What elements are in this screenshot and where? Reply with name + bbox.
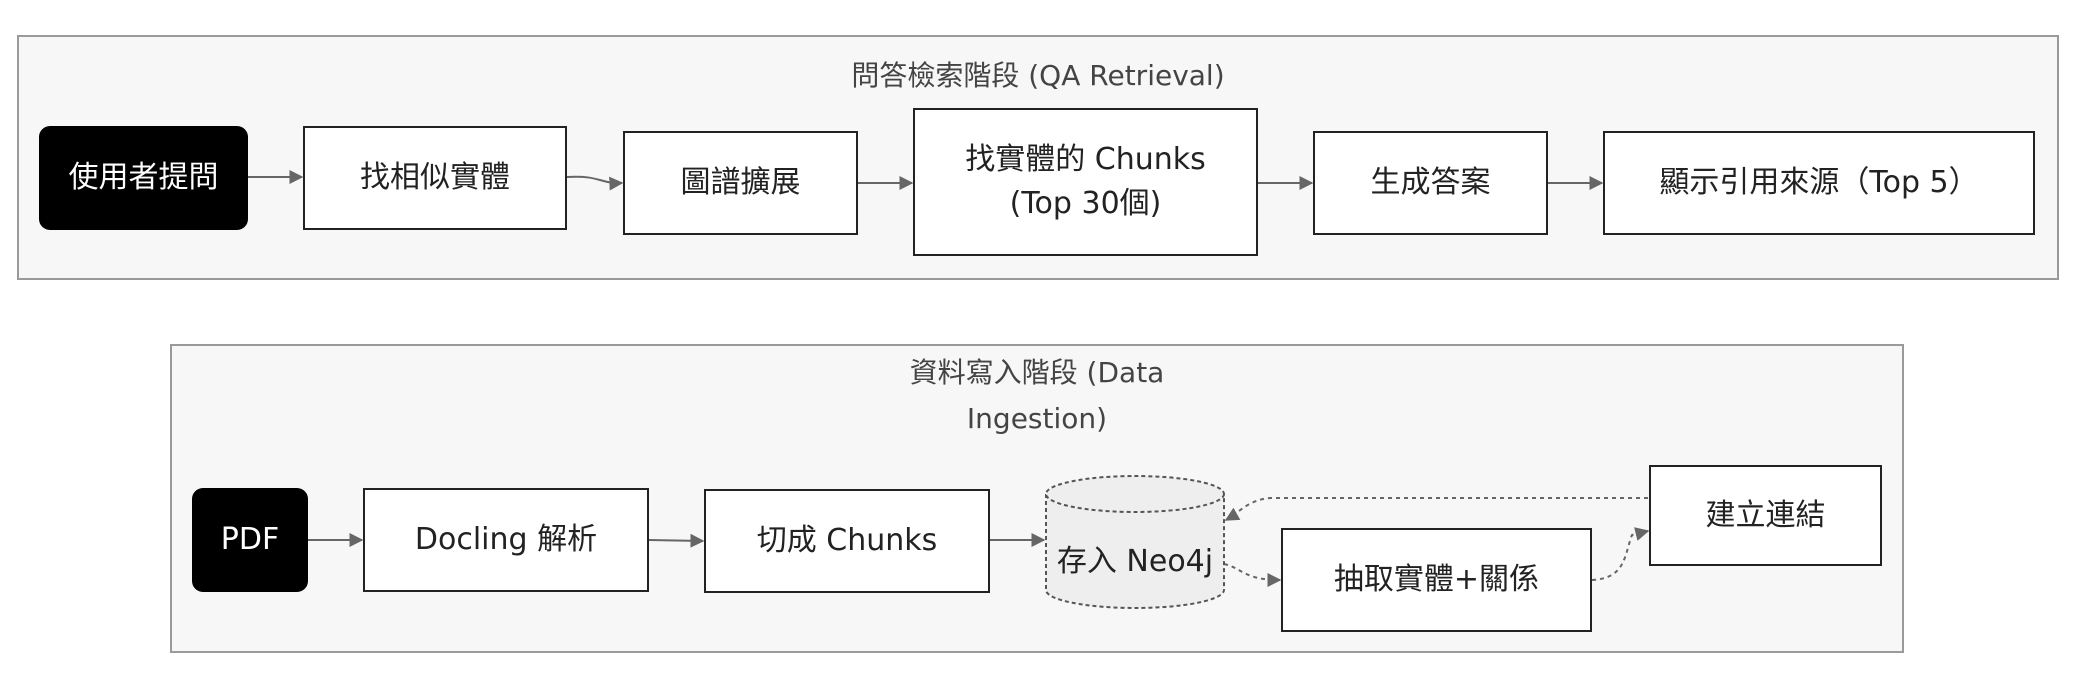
- data-ingestion-cluster-title: 資料寫入階段 (Data Ingestion): [909, 356, 1165, 435]
- node-show-sources: 顯示引用來源（Top 5）: [1603, 131, 2035, 235]
- node-docling-parse: Docling 解析: [363, 488, 649, 592]
- node-generate-answer: 生成答案: [1313, 131, 1548, 235]
- node-find-chunks: 找實體的 Chunks (Top 30個): [913, 108, 1258, 256]
- node-extract-entities: 抽取實體+關係: [1281, 528, 1592, 632]
- node-build-links: 建立連結: [1649, 465, 1882, 566]
- node-user-question: 使用者提問: [39, 126, 248, 230]
- qa-retrieval-cluster-title: 問答檢索階段 (QA Retrieval): [851, 59, 1225, 92]
- node-find-similar: 找相似實體: [303, 126, 567, 230]
- node-pdf: PDF: [192, 488, 308, 592]
- node-graph-expand: 圖譜擴展: [623, 131, 858, 235]
- node-store-neo4j-label: 存入 Neo4j: [1056, 544, 1214, 579]
- node-split-chunks: 切成 Chunks: [704, 489, 990, 593]
